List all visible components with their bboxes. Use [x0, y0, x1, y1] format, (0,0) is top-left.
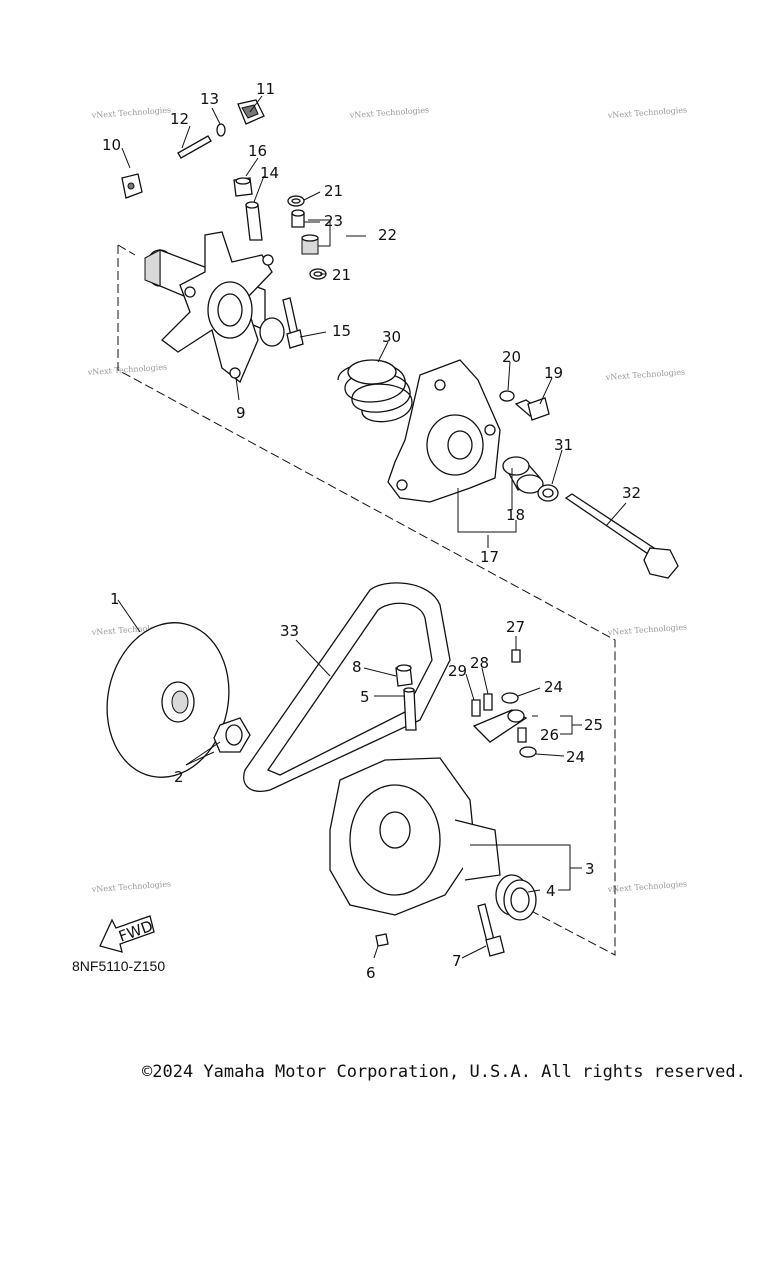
part-1-sheave[interactable]: [93, 611, 243, 789]
assembly-outline-upper: [117, 244, 616, 956]
part-6-cap[interactable]: [375, 933, 389, 947]
fwd-label: FWD: [116, 917, 155, 946]
part-12-pin[interactable]: [177, 135, 212, 159]
part-26-roller[interactable]: [507, 709, 527, 743]
callout-22: 22: [378, 226, 397, 244]
callout-24b: 24: [566, 748, 585, 766]
part-7-bolt[interactable]: [477, 903, 505, 957]
part-24-washer[interactable]: [501, 692, 519, 704]
callout-13: 13: [200, 90, 219, 108]
part-24-washer[interactable]: [519, 746, 537, 758]
watermark: vNext Technologies: [607, 105, 688, 120]
watermark: vNext Technologies: [91, 105, 172, 120]
callout-19: 19: [544, 364, 563, 382]
leader-lines: [117, 95, 627, 959]
part-23-bushing[interactable]: [291, 209, 305, 228]
callout-12: 12: [170, 110, 189, 128]
parts-diagram: vNext Technologies vNext Technologies vN…: [87, 80, 688, 982]
callout-30: 30: [382, 328, 401, 346]
callout-23: 23: [324, 212, 343, 230]
callout-6: 6: [366, 964, 376, 982]
watermark: vNext Technologies: [91, 879, 172, 894]
callout-2: 2: [174, 768, 184, 786]
watermark: vNext Technologies: [607, 879, 688, 894]
part-29-pin[interactable]: [471, 699, 481, 717]
callout-15: 15: [332, 322, 351, 340]
diagram-code: 8NF5110-Z150: [72, 958, 166, 974]
part-9-spider[interactable]: [144, 231, 285, 384]
callout-21b: 21: [332, 266, 351, 284]
callout-27: 27: [506, 618, 525, 636]
callout-32: 32: [622, 484, 641, 502]
callout-1: 1: [110, 590, 120, 608]
part-18-bushing[interactable]: [502, 456, 544, 494]
watermark: vNext Technologies: [607, 622, 688, 637]
callout-9: 9: [236, 404, 246, 422]
part-17-cover[interactable]: [387, 359, 501, 503]
callout-28: 28: [470, 654, 489, 672]
part-28-pin[interactable]: [483, 693, 493, 711]
callout-14: 14: [260, 164, 279, 182]
callout-29: 29: [448, 662, 467, 680]
watermark: vNext Technologies: [349, 105, 430, 120]
part-8-nut[interactable]: [395, 664, 413, 687]
callout-21a: 21: [324, 182, 343, 200]
part-2-bushing[interactable]: [213, 717, 251, 753]
callout-16: 16: [248, 142, 267, 160]
copyright-notice: ©2024 Yamaha Motor Corporation, U.S.A. A…: [142, 1062, 746, 1082]
callout-11: 11: [256, 80, 275, 98]
callout-3: 3: [585, 860, 595, 878]
part-22-roller[interactable]: [301, 234, 319, 255]
callout-5: 5: [360, 688, 370, 706]
part-27-pin[interactable]: [511, 649, 521, 663]
part-19-bolt[interactable]: [514, 397, 550, 421]
callout-20: 20: [502, 348, 521, 366]
part-4-bushing[interactable]: [495, 874, 537, 921]
part-21-washer[interactable]: [309, 268, 327, 280]
callout-24a: 24: [544, 678, 563, 696]
part-13-clip[interactable]: [216, 123, 226, 137]
part-16-nut[interactable]: [233, 177, 253, 197]
fwd-arrow-icon: FWD: [99, 915, 155, 953]
callout-labels: 1 2 3 4 5 6 7 8 9 10 11 12 13 14 15 16 1…: [102, 80, 641, 982]
part-21-washer[interactable]: [287, 195, 305, 207]
part-32-bolt[interactable]: [564, 493, 679, 579]
callout-8: 8: [352, 658, 362, 676]
callout-33: 33: [280, 622, 299, 640]
part-10-block[interactable]: [121, 173, 143, 199]
part-15-bolt[interactable]: [282, 297, 304, 349]
callout-31: 31: [554, 436, 573, 454]
part-33-belt[interactable]: [243, 582, 451, 792]
callout-17: 17: [480, 548, 499, 566]
part-3-moveable-sheave[interactable]: [329, 757, 501, 916]
callout-18: 18: [506, 506, 525, 524]
part-31-washer[interactable]: [537, 484, 559, 502]
callout-4: 4: [546, 882, 556, 900]
callout-26: 26: [540, 726, 559, 744]
part-20-washer[interactable]: [499, 390, 515, 402]
callout-10: 10: [102, 136, 121, 154]
part-30-spring[interactable]: [337, 359, 413, 423]
watermark: vNext Technologies: [605, 367, 686, 382]
part-14-collar[interactable]: [245, 201, 263, 241]
part-5-collar[interactable]: [403, 687, 417, 731]
callout-7: 7: [452, 952, 462, 970]
part-11-slider[interactable]: [237, 99, 265, 125]
callout-25: 25: [584, 716, 603, 734]
